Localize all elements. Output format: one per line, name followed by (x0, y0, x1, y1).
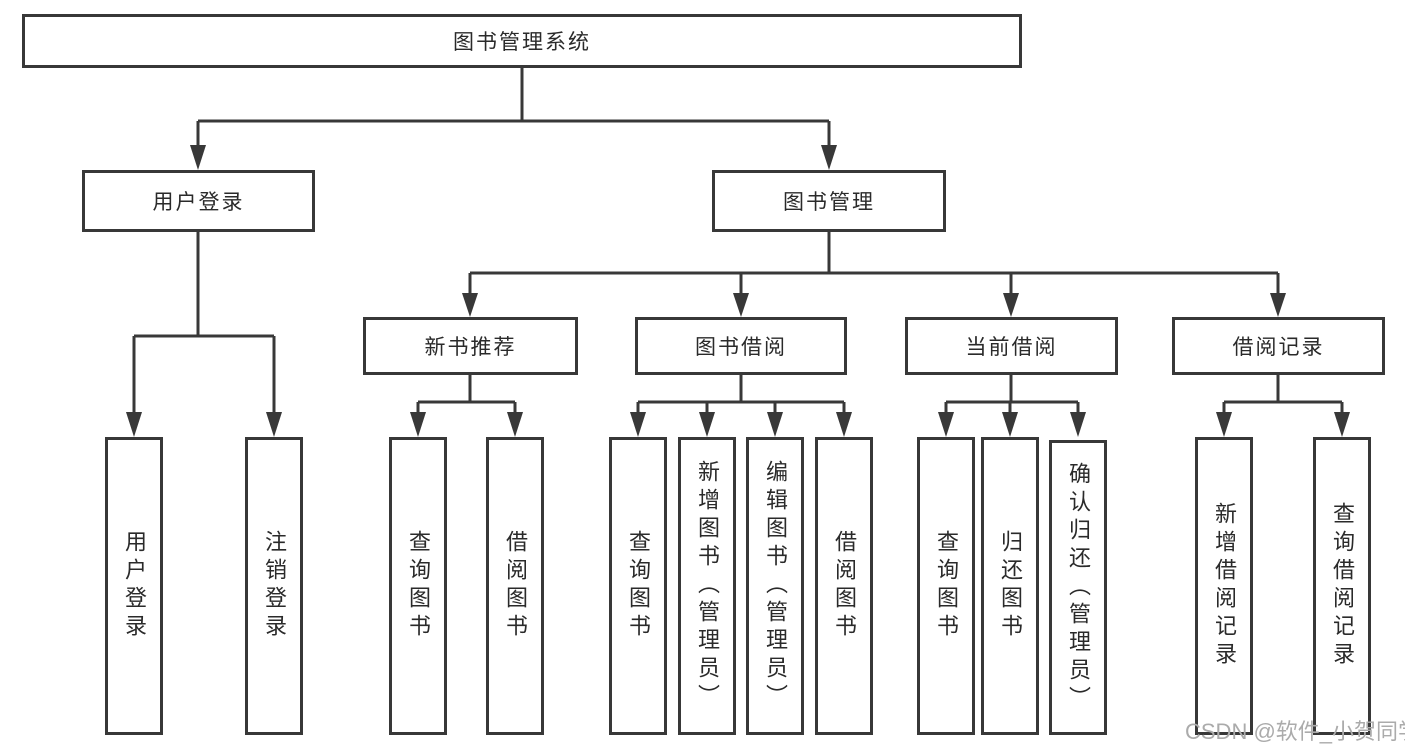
leaf-add-books-admin: 新增图书（管理员） (678, 437, 736, 735)
node-current-borrowing: 当前借阅 (905, 317, 1118, 375)
arrowhead-current-borrow (1003, 293, 1019, 317)
node-new-book-recommend-label: 新书推荐 (424, 336, 517, 359)
node-user-login: 用户登录 (82, 170, 315, 232)
leaf-edit-books-admin-label: 编辑图书（管理员） (763, 460, 788, 712)
leaf-query-borrow-record: 查询借阅记录 (1313, 437, 1371, 735)
leaf-logout-label: 注销登录 (262, 530, 287, 642)
csdn-watermark: CSDN @软件_小贺同学 (1185, 719, 1405, 744)
leaf-return-books: 归还图书 (981, 437, 1039, 735)
leaf-borrow-books: 借阅图书 (815, 437, 873, 735)
arrowhead-leaf-d3 (1070, 412, 1086, 437)
leaf-borrow-query-books: 查询图书 (609, 437, 667, 735)
leaf-current-query-books-label: 查询图书 (934, 530, 959, 642)
leaf-return-books-label: 归还图书 (998, 530, 1023, 642)
node-book-management-label: 图书管理 (783, 191, 875, 214)
arrowhead-leaf-d1 (938, 412, 954, 437)
arrowhead-book-mgmt (821, 145, 837, 170)
arrowhead-leaf-c4 (836, 412, 852, 437)
node-current-borrowing-label: 当前借阅 (965, 336, 1058, 359)
arrowhead-leaf-a1 (126, 412, 142, 437)
arrowhead-leaf-b2 (507, 412, 523, 437)
leaf-logout: 注销登录 (245, 437, 303, 735)
node-book-borrowing-label: 图书借阅 (695, 336, 787, 359)
arrowhead-book-borrow (733, 293, 749, 317)
node-user-login-label: 用户登录 (152, 191, 245, 214)
arrowhead-user-login (190, 145, 206, 170)
arrowhead-leaf-b1 (410, 412, 426, 437)
arrowhead-leaf-a2 (266, 412, 282, 437)
arrowhead-new-book (462, 293, 478, 317)
node-new-book-recommend: 新书推荐 (363, 317, 578, 375)
leaf-confirm-return-admin: 确认归还（管理员） (1049, 440, 1107, 735)
leaf-newbook-borrow-books-label: 借阅图书 (503, 530, 528, 642)
arrowhead-leaf-e2 (1334, 412, 1350, 437)
leaf-query-borrow-record-label: 查询借阅记录 (1330, 502, 1355, 670)
node-book-borrowing: 图书借阅 (635, 317, 847, 375)
node-root-label: 图书管理系统 (453, 31, 591, 54)
arrowhead-leaf-c3 (767, 412, 783, 437)
leaf-current-query-books: 查询图书 (917, 437, 975, 735)
node-borrowing-records-label: 借阅记录 (1232, 336, 1325, 359)
leaf-user-login-label: 用户登录 (122, 530, 147, 642)
leaf-newbook-borrow-books: 借阅图书 (486, 437, 544, 735)
leaf-newbook-query-books-label: 查询图书 (406, 530, 431, 642)
leaf-add-borrow-record-label: 新增借阅记录 (1212, 502, 1237, 670)
leaf-add-borrow-record: 新增借阅记录 (1195, 437, 1253, 735)
leaf-borrow-query-books-label: 查询图书 (626, 530, 651, 642)
node-root-library-system: 图书管理系统 (22, 14, 1022, 68)
arrowheads (126, 145, 1350, 437)
arrowhead-leaf-e1 (1216, 412, 1232, 437)
arrowhead-leaf-d2 (1002, 412, 1018, 437)
node-borrowing-records: 借阅记录 (1172, 317, 1385, 375)
arrowhead-leaf-c2 (699, 412, 715, 437)
leaf-borrow-books-label: 借阅图书 (832, 530, 857, 642)
leaf-confirm-return-admin-label: 确认归还（管理员） (1066, 461, 1091, 714)
arrowhead-borrow-record (1270, 293, 1286, 317)
leaf-edit-books-admin: 编辑图书（管理员） (746, 437, 804, 735)
node-book-management: 图书管理 (712, 170, 946, 232)
leaf-user-login: 用户登录 (105, 437, 163, 735)
leaf-add-books-admin-label: 新增图书（管理员） (695, 460, 720, 712)
arrowhead-leaf-c1 (630, 412, 646, 437)
leaf-newbook-query-books: 查询图书 (389, 437, 447, 735)
